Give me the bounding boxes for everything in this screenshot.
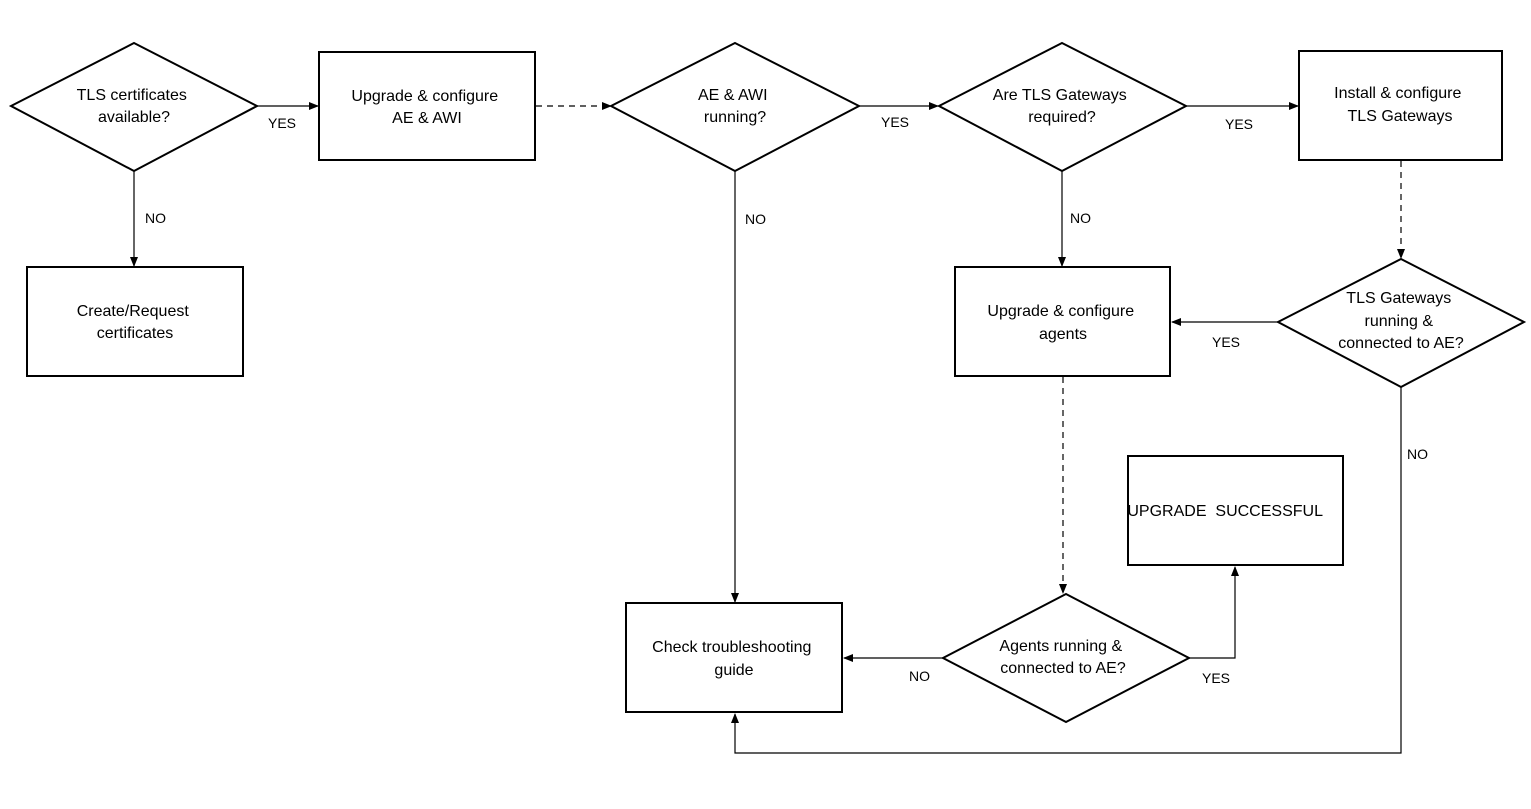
process-upgrade-successful: UPGRADE SUCCESSFUL: [1127, 455, 1344, 566]
decision-tls-gw-required: Are TLS Gateways required?: [936, 41, 1189, 173]
decision-tls-available: TLS certificates available?: [8, 41, 260, 173]
process-upgrade-agents: Upgrade & configure agents: [954, 266, 1171, 377]
edge-label-yes: YES: [1212, 334, 1240, 350]
node-label: TLS Gateways running & connected to AE?: [1338, 290, 1464, 352]
node-label: AE & AWI running?: [698, 87, 772, 126]
edge-label-no: NO: [145, 210, 166, 226]
process-upgrade-ae-awi: Upgrade & configure AE & AWI: [318, 51, 536, 161]
edge-agents-running-to-success: [1189, 566, 1239, 659]
node-label: Agents running & connected to AE?: [999, 638, 1126, 677]
decision-ae-awi-running: AE & AWI running?: [608, 41, 862, 173]
process-create-certs: Create/Request certificates: [26, 266, 244, 377]
process-install-tls-gw: Install & configure TLS Gateways: [1298, 50, 1503, 161]
edge-label-no: NO: [1407, 446, 1428, 462]
node-label: UPGRADE SUCCESSFUL: [1127, 503, 1323, 520]
edge-label-no: NO: [1070, 210, 1091, 226]
edge-label-yes: YES: [1202, 670, 1230, 686]
process-troubleshooting: Check troubleshooting guide: [625, 602, 843, 713]
node-label: Check troubleshooting guide: [652, 639, 816, 679]
node-label: Upgrade & configure AE & AWI: [351, 88, 502, 127]
decision-agents-running: Agents running & connected to AE?: [940, 592, 1192, 724]
edge-gw-running-to-troubleshooting: [731, 387, 1402, 754]
node-label: TLS certificates available?: [77, 87, 192, 126]
edge-label-yes: YES: [1225, 116, 1253, 132]
node-label: Create/Request certificates: [77, 303, 194, 342]
node-label: Upgrade & configure agents: [987, 303, 1138, 343]
node-label: Are TLS Gateways required?: [993, 87, 1131, 126]
edge-labels: YES NO YES NO YES NO YES NO NO YES: [145, 114, 1428, 686]
edge-label-yes: YES: [268, 115, 296, 131]
edge-label-yes: YES: [881, 114, 909, 130]
edge-label-no: NO: [745, 211, 766, 227]
decision-tls-gw-running: TLS Gateways running & connected to AE?: [1275, 257, 1527, 389]
edges: [130, 102, 1405, 754]
edge-label-no: NO: [909, 668, 930, 684]
node-label: Install & configure TLS Gateways: [1334, 85, 1466, 125]
